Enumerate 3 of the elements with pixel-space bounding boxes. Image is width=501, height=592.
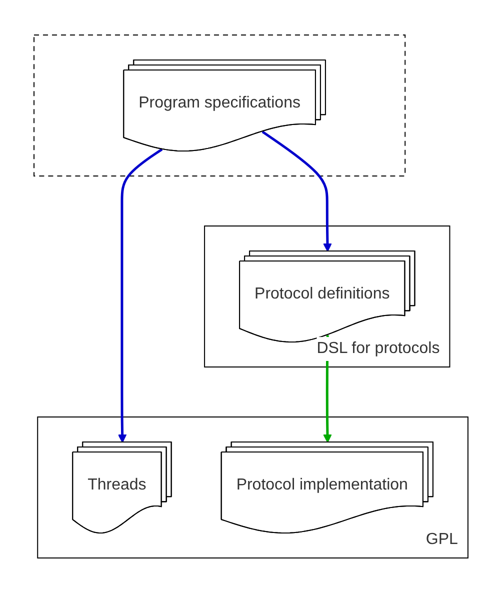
- arrow: [117, 148, 162, 442]
- cluster: [33, 34, 406, 176]
- arrow: [261, 130, 332, 252]
